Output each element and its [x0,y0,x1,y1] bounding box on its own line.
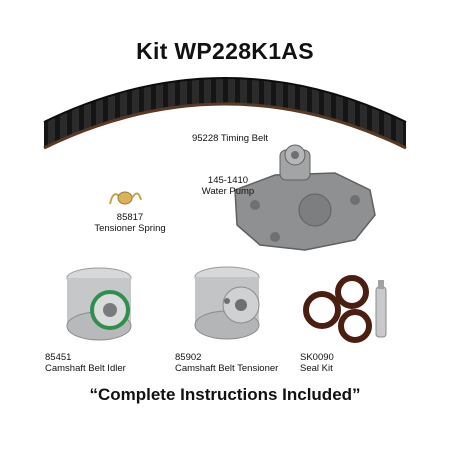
timing-belt-label: 95228 Timing Belt [191,133,269,144]
seal-kit-name: Seal Kit [300,363,333,374]
water-pump-name: Water Pump [201,186,255,197]
camshaft-tensioner-number: 85902 [175,352,202,363]
timing-belt-image [43,77,407,150]
seal-kit-number: SK0090 [300,352,334,363]
tensioner-spring-number: 85817 [116,212,144,223]
camshaft-idler-name: Camshaft Belt Idler [45,363,126,374]
tensioner-spring-image [109,191,142,205]
tensioner-spring-name: Tensioner Spring [94,223,166,234]
camshaft-tensioner-name: Camshaft Belt Tensioner [175,363,279,374]
kit-title: Kit WP228K1AS [136,38,314,64]
footer-instructions: “Complete Instructions Included” [89,385,361,404]
camshaft-idler-number: 85451 [45,352,72,363]
water-pump-image [234,144,376,251]
seal-kit-image [303,275,387,343]
water-pump-number: 145-1410 [207,175,249,186]
camshaft-tensioner-image [194,266,260,340]
camshaft-idler-image [66,267,132,341]
